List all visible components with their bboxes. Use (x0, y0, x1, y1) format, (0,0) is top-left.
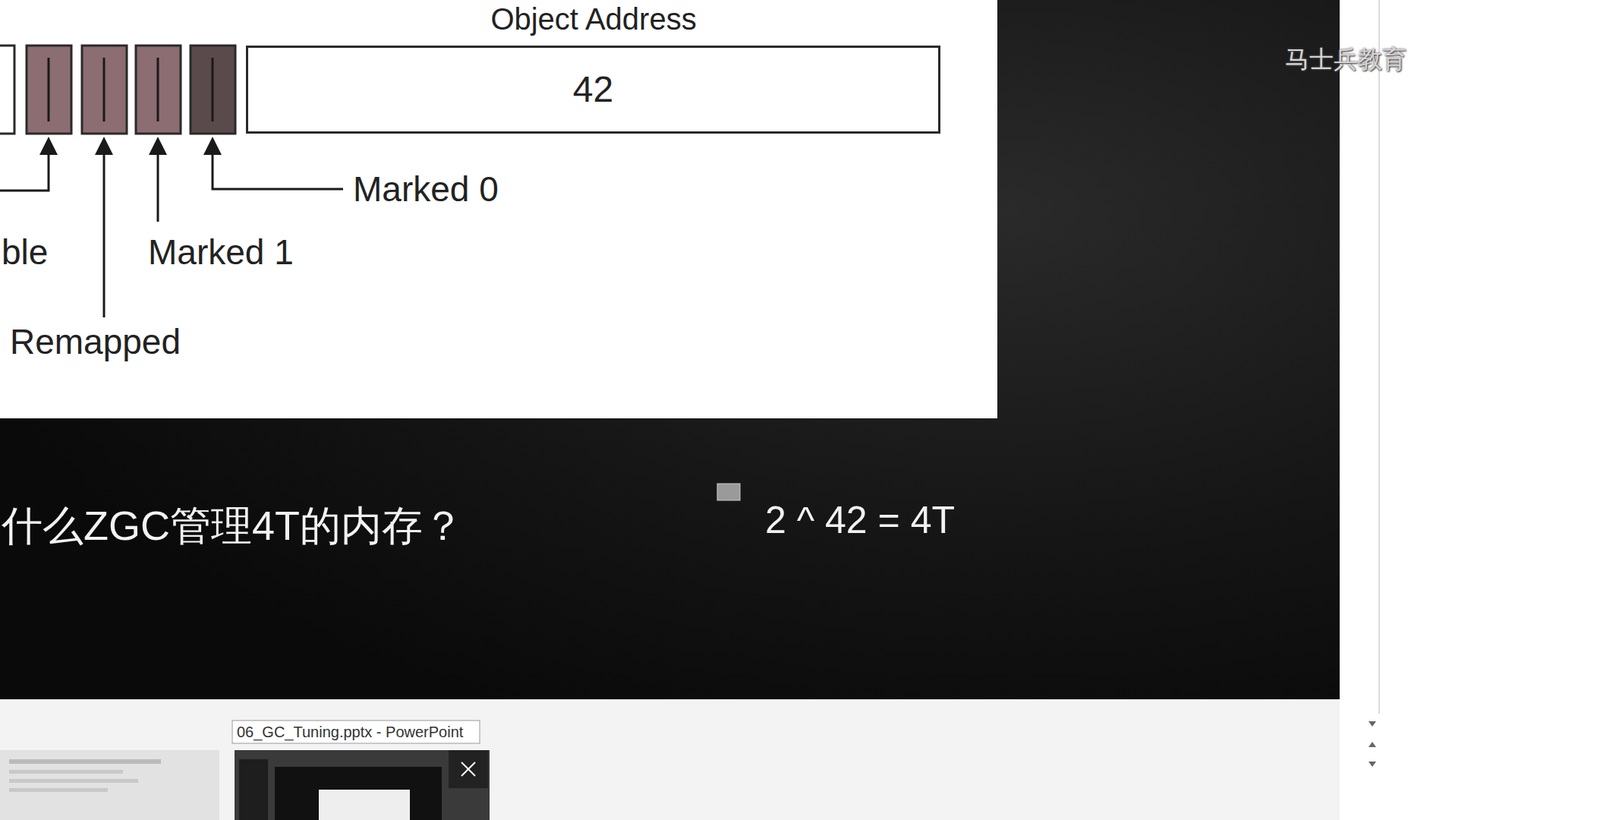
arrowheads (39, 136, 222, 155)
leader-line (157, 151, 160, 222)
thumbnail-line (9, 769, 123, 774)
scroll-arrow (1368, 761, 1377, 767)
bit-mark (211, 57, 215, 122)
dark-slide-ground (0, 0, 1340, 700)
bit-box (26, 45, 72, 134)
arrowhead (148, 136, 167, 155)
scroll-arrow (1368, 741, 1377, 747)
thumbnail-line (9, 759, 161, 764)
thumbnail-line (9, 787, 108, 792)
leader-line (103, 151, 106, 318)
address-box: 42 (245, 45, 941, 134)
bit-label: Marked 0 (352, 169, 499, 210)
bit-label: Marked 1 (148, 232, 294, 273)
arrowhead (39, 136, 58, 155)
question-text: 什么ZGC管理4T的内存？ (1, 501, 464, 549)
bit-box (0, 45, 15, 134)
tooltip-text: 06_GC_Tuning.pptx - PowerPoint (236, 723, 463, 741)
thumbnail-sidebar (239, 759, 268, 820)
scrollbar-track (1378, 0, 1380, 714)
thumbnail-line (9, 778, 139, 783)
arrowhead (203, 136, 222, 155)
bit-label: Remapped (9, 321, 181, 363)
side-strip (1339, 0, 1600, 820)
close-button (448, 749, 489, 788)
thumbnail-left (0, 749, 220, 820)
bit-mark (157, 57, 160, 122)
bit-mark (103, 57, 106, 122)
scroll-arrow (1368, 721, 1377, 727)
thumbnail-window (234, 749, 490, 820)
bit-box (190, 45, 236, 134)
slide-panel (0, 0, 998, 419)
small-marker (717, 483, 741, 501)
address-bits-text: 42 (573, 68, 614, 111)
watermark: 马士兵教育 (1285, 45, 1407, 74)
close-cross (461, 762, 476, 776)
bit-mark (47, 57, 51, 122)
close-cross (461, 762, 476, 776)
bit-box (81, 45, 127, 134)
tooltip-box (232, 720, 480, 744)
formula-text: 2 ^ 42 = 4T (765, 498, 955, 543)
thumbnail-slide-white (318, 789, 410, 820)
bit-box (135, 45, 181, 134)
leader-line (212, 151, 344, 189)
thumbnail-slide (274, 766, 442, 820)
leader-line (0, 151, 49, 191)
leader-lines (0, 151, 344, 318)
bit-label: ble (1, 232, 48, 273)
heading-label: Object Address (490, 1, 697, 37)
taskbar-ground (0, 699, 1340, 820)
arrowhead (94, 136, 114, 155)
